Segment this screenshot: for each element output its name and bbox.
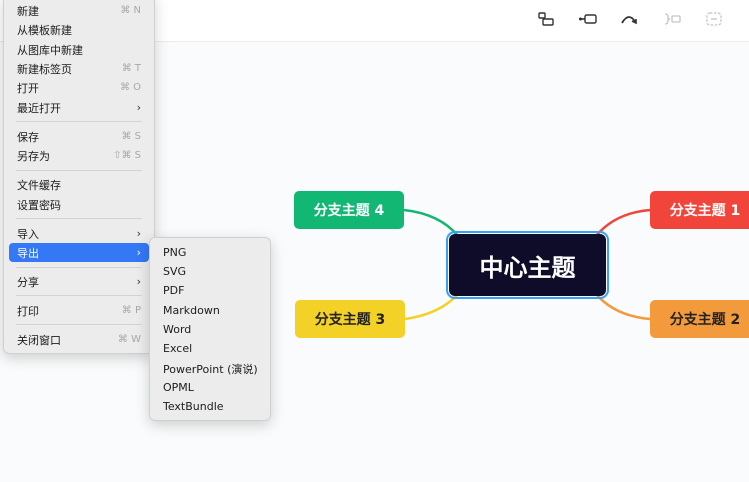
menu-separator (16, 324, 142, 325)
export-item-markdown[interactable]: Markdown (163, 304, 220, 317)
chevron-right-icon: › (136, 101, 141, 114)
export-item-powerpoint[interactable]: PowerPoint (演说) (163, 362, 258, 376)
export-item-textbundle[interactable]: TextBundle (163, 400, 224, 413)
branch-topic-label: 分支主题 2 (669, 312, 741, 328)
branch-topic-4[interactable]: 分支主题 4 (294, 191, 404, 229)
menu-item-open[interactable]: 打开⌘ O (17, 81, 141, 95)
menu-separator (16, 295, 142, 296)
branch-topic-3[interactable]: 分支主题 3 (295, 300, 405, 338)
branch-topic-2[interactable]: 分支主题 2 (650, 300, 749, 338)
menu-item-file-cache[interactable]: 文件缓存 (17, 178, 61, 192)
menu-separator (16, 170, 142, 171)
export-item-excel[interactable]: Excel (163, 342, 193, 355)
menu-item-print[interactable]: 打印⌘ P (17, 304, 141, 318)
branch-topic-label: 分支主题 1 (669, 203, 741, 219)
menu-item-share[interactable]: 分享› (17, 275, 141, 289)
insert-sibling-icon[interactable] (575, 9, 601, 29)
branch-topic-label: 分支主题 4 (313, 203, 385, 219)
menu-item-close-window[interactable]: 关闭窗口⌘ W (17, 333, 141, 347)
chevron-right-icon: › (136, 246, 141, 259)
file-menu: 新建⌘ N 从模板新建 从图库中新建 新建标签页⌘ T 打开⌘ O 最近打开› … (3, 0, 155, 354)
menu-item-recent[interactable]: 最近打开› (17, 101, 141, 115)
menu-item-new[interactable]: 新建⌘ N (17, 4, 141, 18)
menu-item-save[interactable]: 保存⌘ S (17, 130, 141, 144)
menu-separator (16, 121, 142, 122)
export-item-svg[interactable]: SVG (163, 265, 187, 278)
branch-topic-1[interactable]: 分支主题 1 (650, 191, 749, 229)
menu-separator (16, 218, 142, 219)
export-item-opml[interactable]: OPML (163, 381, 194, 394)
export-submenu: PNG SVG PDF Markdown Word Excel PowerPoi… (149, 237, 271, 421)
menu-item-new-tab[interactable]: 新建标签页⌘ T (17, 62, 141, 76)
insert-parent-icon[interactable] (533, 9, 559, 29)
central-topic-label: 中心主题 (479, 253, 576, 282)
menu-item-set-password[interactable]: 设置密码 (17, 198, 61, 212)
menu-item-import[interactable]: 导入› (17, 227, 141, 241)
connector-branch-2 (595, 293, 651, 321)
connector-branch-1 (595, 208, 651, 237)
chevron-right-icon: › (136, 275, 141, 288)
boundary-icon[interactable] (701, 9, 727, 29)
menu-item-save-as[interactable]: 另存为⇧⌘ S (17, 149, 141, 163)
relationship-icon[interactable] (616, 9, 642, 29)
branch-topic-label: 分支主题 3 (314, 312, 386, 328)
menu-item-export[interactable]: 导出› (9, 243, 149, 262)
connector-branch-3 (404, 293, 459, 321)
summary-icon[interactable] (659, 9, 685, 29)
central-topic[interactable]: 中心主题 (446, 231, 609, 299)
export-item-png[interactable]: PNG (163, 246, 187, 259)
menu-separator (16, 267, 142, 268)
export-item-pdf[interactable]: PDF (163, 284, 185, 297)
export-item-word[interactable]: Word (163, 323, 192, 336)
connector-branch-4 (403, 208, 459, 237)
chevron-right-icon: › (136, 227, 141, 240)
menu-item-new-from-gallery[interactable]: 从图库中新建 (17, 43, 83, 57)
menu-item-new-from-template[interactable]: 从模板新建 (17, 23, 72, 37)
